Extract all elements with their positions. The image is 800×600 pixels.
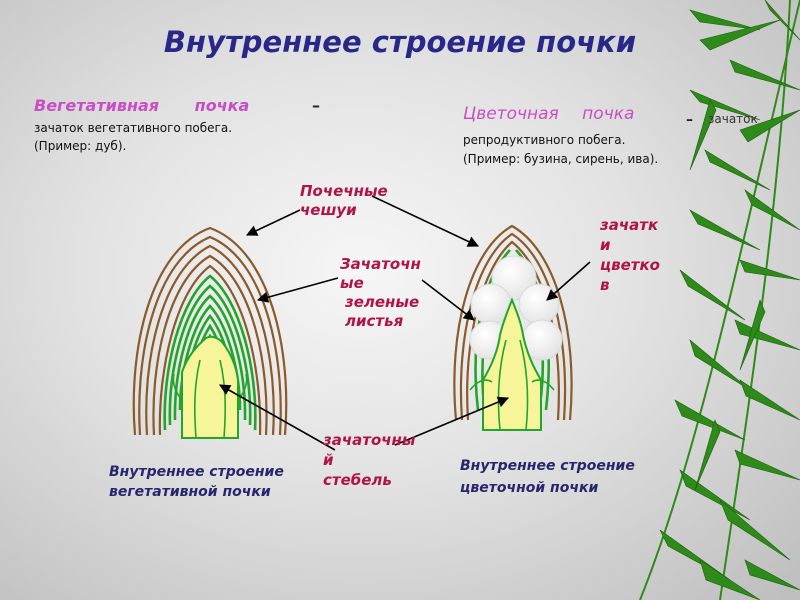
- vegetative-dash: –: [312, 96, 320, 115]
- vegetative-example: (Пример: дуб).: [34, 138, 126, 155]
- flower-bud-term: Цветочная почка: [463, 104, 634, 124]
- vegetative-bud-diagram: [134, 228, 287, 438]
- flower-bud-diagram: [454, 226, 571, 430]
- flower-dash: –: [686, 112, 693, 128]
- flower-example: (Пример: бузина, сирень, ива).: [463, 151, 658, 168]
- flower-primordia-label: зачатк и цветко в: [600, 215, 660, 295]
- vegetative-caption: Внутреннее строение вегетативной почки: [109, 462, 284, 502]
- flower-zachatok: зачаток: [708, 112, 758, 126]
- flower-description: репродуктивного побега.: [463, 132, 625, 149]
- bud-scales-label: Почечные чешуи: [300, 182, 388, 220]
- bamboo-decoration: [640, 0, 800, 600]
- page-title: Внутреннее строение почки: [0, 25, 800, 59]
- vegetative-description: зачаток вегетативного побега.: [34, 120, 232, 137]
- leaf-primordia-label: Зачаточн ые зеленые листья: [340, 255, 421, 331]
- flower-caption: Внутреннее строение цветочной почки: [460, 455, 635, 499]
- stem-primordium-label: зачаточны й стебель: [323, 430, 415, 490]
- vegetative-bud-term: Вегетативная почка: [34, 96, 249, 115]
